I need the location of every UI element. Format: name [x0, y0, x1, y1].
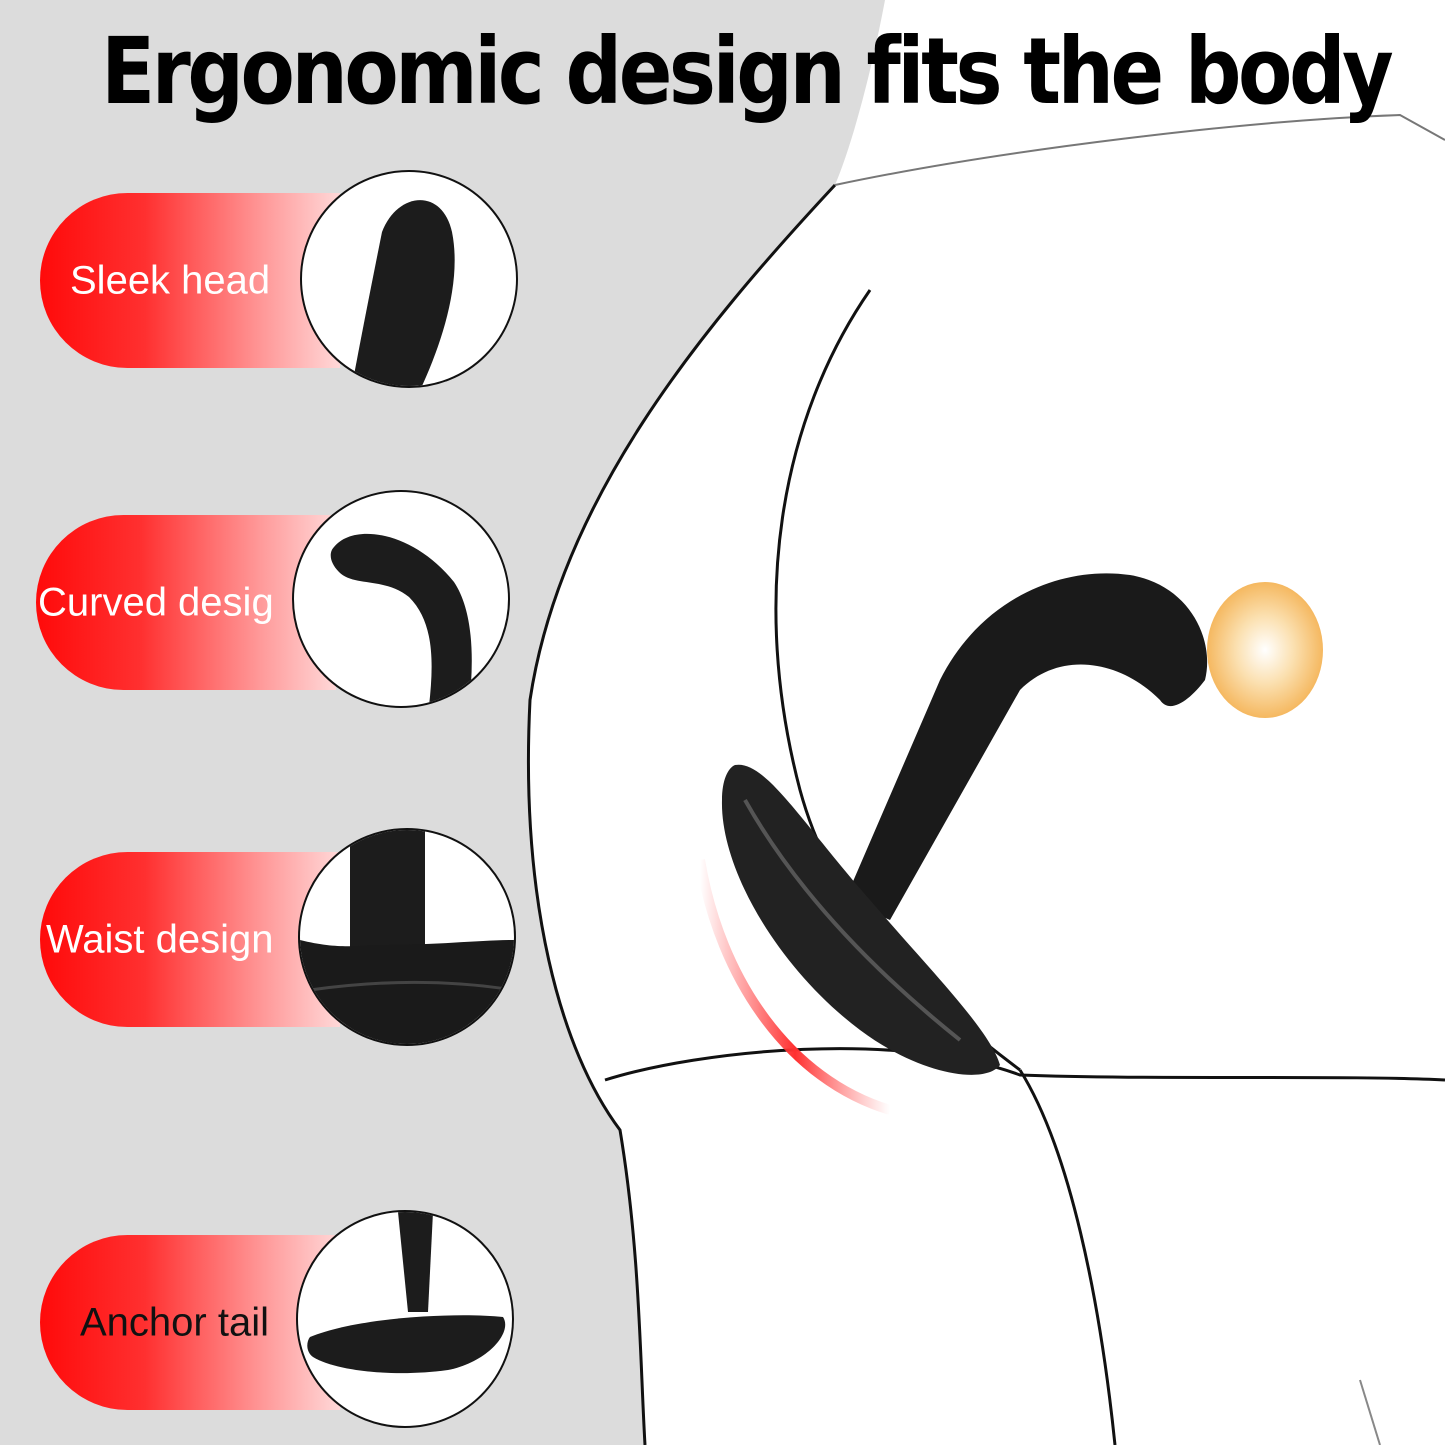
feature-label-curved-design: Curved desig: [36, 515, 336, 690]
waist-design-icon: [298, 828, 516, 1046]
feature-label-sleek-head: Sleek head: [40, 193, 340, 368]
page-title: Ergonomic design fits the body: [101, 18, 1394, 125]
curved-design-icon: [292, 490, 510, 708]
product-illustration: [721, 573, 1208, 1075]
feature-text: Sleek head: [70, 258, 271, 302]
feature-text: Anchor tail: [80, 1300, 269, 1344]
feature-label-waist-design: Waist design: [40, 852, 340, 1027]
feature-text: Waist design: [46, 917, 274, 961]
target-glow: [1207, 582, 1323, 718]
sleek-head-icon: [300, 170, 518, 388]
feature-text: Curved desig: [38, 580, 274, 624]
anchor-tail-icon: [296, 1210, 514, 1428]
feature-label-anchor-tail: Anchor tail: [40, 1235, 340, 1410]
